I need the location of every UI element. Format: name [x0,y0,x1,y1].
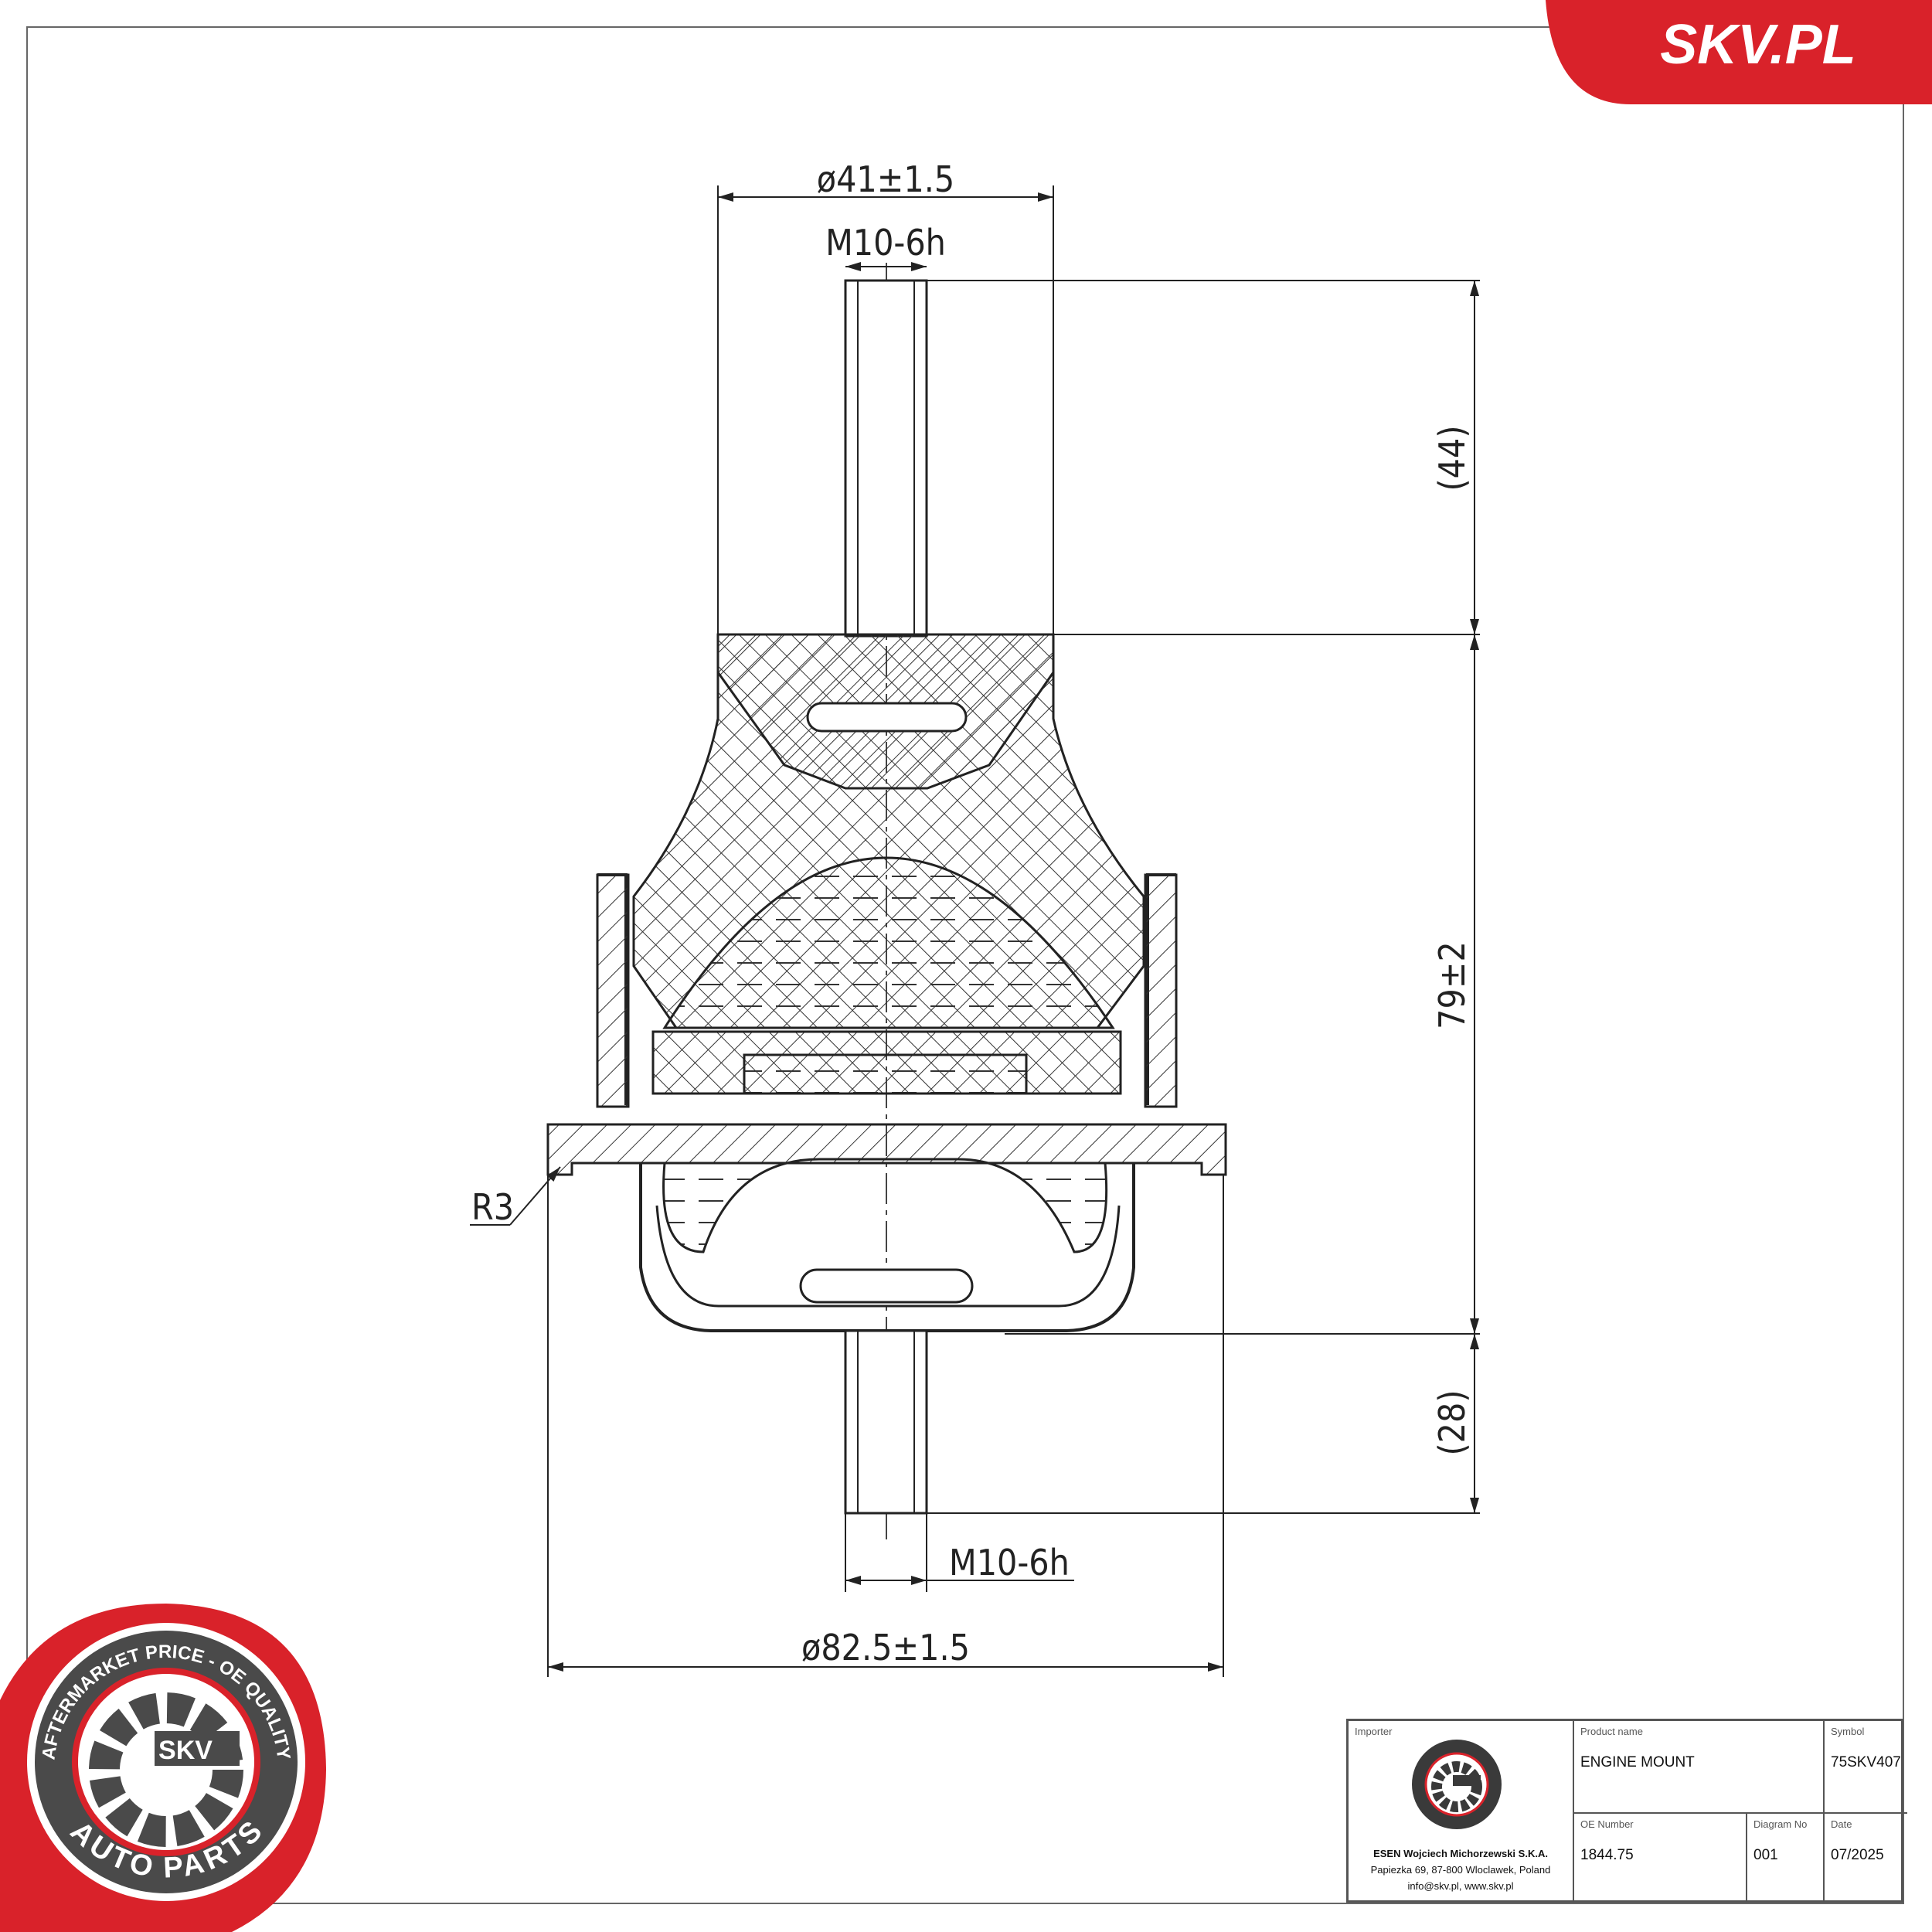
brand-banner [1546,0,1932,104]
symbol-value: 75SKV407 [1831,1754,1901,1770]
lower-diaphragm [662,1158,1108,1253]
dimension-top-diameter: ø41±1.5 [717,158,1054,634]
dimension-label: M10-6h [825,222,946,264]
date-value: 07/2025 [1831,1847,1884,1863]
brand-banner-text: SKV.PL [1660,14,1855,76]
importer-cell: Importer ESEN Wojciech Michorzewski S.K.… [1349,1721,1573,1900]
dimension-base-diameter: ø82.5±1.5 [547,1175,1224,1677]
stamp-center-text: SKV [158,1736,213,1765]
title-block: Importer ESEN Wojciech Michorzewski S.K.… [1346,1719,1907,1903]
dimension-label: M10-6h [949,1542,1070,1583]
diagram-no: 001 [1753,1847,1778,1863]
symbol-label: Symbol [1831,1726,1865,1737]
dimension-label: ø82.5±1.5 [801,1627,970,1668]
importer-logo [1412,1740,1502,1829]
oe-number-label: OE Number [1580,1818,1634,1830]
diagram-no-cell: Diagram No 001 [1746,1812,1823,1900]
date-label: Date [1831,1818,1852,1830]
dimension-label: R3 [471,1186,514,1228]
skv-stamp-logo: SKV AFTERMARKET PRICE - OE QUALITY AUTO … [0,1604,326,1932]
dimension-radius: R3 [470,1166,561,1228]
bottom-stud [844,1329,928,1515]
dimension-label: ø41±1.5 [817,158,954,200]
importer-label: Importer [1355,1726,1393,1737]
symbol-cell: Symbol 75SKV407 [1823,1721,1907,1812]
oe-number: 1844.75 [1580,1847,1634,1863]
importer-address: Papiezka 69, 87-800 Wloclawek, Poland [1370,1864,1551,1876]
diagram-no-label: Diagram No [1753,1818,1808,1830]
top-stud [844,279,928,638]
dimension-label-28: (28) [1431,1390,1473,1456]
bottom-stud-head [799,1268,974,1304]
dimension-label-79: 79±2 [1431,941,1473,1029]
drawing-frame [26,26,1904,1904]
dimension-bottom-thread: M10-6h [845,1513,1074,1592]
oe-number-cell: OE Number 1844.75 [1573,1812,1746,1900]
dimension-top-thread: M10-6h [825,222,946,271]
base-flange [546,1123,1227,1176]
importer-contact: info@skv.pl, www.skv.pl [1407,1880,1514,1892]
product-name-cell: Product name ENGINE MOUNT [1573,1721,1823,1812]
fluid-chamber [662,856,1115,1029]
dimension-vertical-chain: (44) 79±2 (28) [927,280,1480,1514]
importer-name: ESEN Wojciech Michorzewski S.K.A. [1373,1848,1548,1859]
date-cell: Date 07/2025 [1823,1812,1907,1900]
product-name-label: Product name [1580,1726,1643,1737]
dimension-label-44: (44) [1431,426,1473,492]
product-name: ENGINE MOUNT [1580,1754,1695,1770]
top-stud-head [806,702,968,733]
